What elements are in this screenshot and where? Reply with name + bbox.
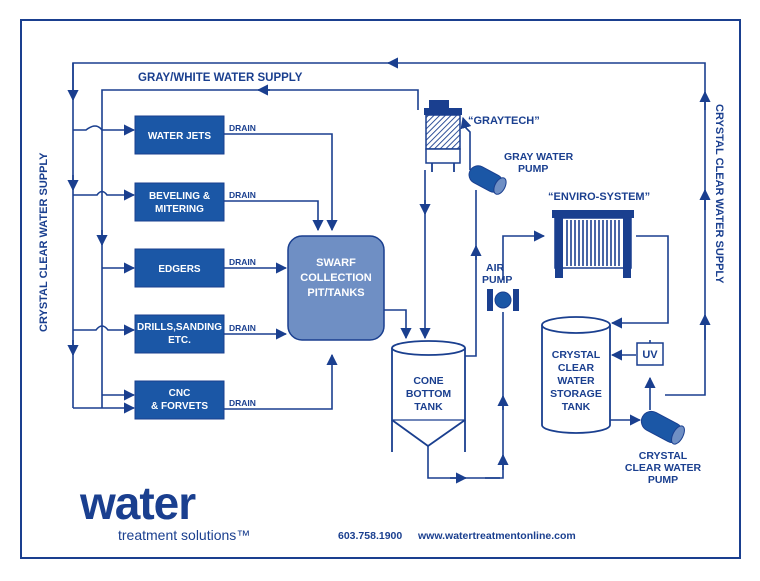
machine-label: MITERING xyxy=(155,204,204,215)
machine-edgers: EDGERS xyxy=(134,248,225,288)
crystal-supply-left-label: CRYSTAL CLEAR WATER SUPPLY xyxy=(38,152,50,332)
storage-tank-label: STORAGE xyxy=(550,388,602,400)
graytech-filter: “GRAYTECH” xyxy=(424,100,540,172)
swarf-label: PIT/TANKS xyxy=(307,287,364,299)
machine-label: BEVELING & xyxy=(149,191,210,202)
swarf-collection-box: SWARF COLLECTION PIT/TANKS xyxy=(287,235,385,341)
website-url: www.watertreatmentonline.com xyxy=(418,530,576,542)
graytech-label: “GRAYTECH” xyxy=(468,115,540,127)
air-pump-label: AIR xyxy=(486,262,505,274)
storage-tank-label: WATER xyxy=(557,375,595,387)
machine-water-jets: WATER JETS xyxy=(134,115,225,155)
storage-tank-label: TANK xyxy=(562,401,591,413)
cc-pump-label: PUMP xyxy=(648,474,678,486)
gray-white-supply-label: GRAY/WHITE WATER SUPPLY xyxy=(138,72,303,84)
outer-frame xyxy=(20,19,741,559)
machine-beveling-mitering: BEVELING & MITERING xyxy=(134,182,225,222)
drain-labels: DRAIN DRAIN DRAIN DRAIN DRAIN xyxy=(229,123,256,408)
cc-pump-label: CRYSTAL xyxy=(639,450,688,462)
gray-water-pump: GRAY WATER PUMP xyxy=(468,151,574,195)
machine-list: WATER JETS BEVELING & MITERING EDGERS DR… xyxy=(134,115,225,420)
drain-label: DRAIN xyxy=(229,123,256,133)
machine-label: CNC xyxy=(169,388,191,399)
cone-tank-label: CONE xyxy=(413,375,443,387)
phone-number: 603.758.1900 xyxy=(338,530,403,542)
enviro-label: “ENVIRO-SYSTEM” xyxy=(548,191,650,203)
cc-pump-label: CLEAR WATER xyxy=(625,462,702,474)
swarf-label: COLLECTION xyxy=(300,272,372,284)
machine-label: ETC. xyxy=(168,335,191,346)
uv-unit: UV xyxy=(636,342,664,366)
cone-bottom-tank: CONE BOTTOM TANK xyxy=(391,340,466,452)
crystal-clear-water-pump: CRYSTAL CLEAR WATER PUMP xyxy=(625,410,702,486)
pipe-network xyxy=(67,57,711,484)
uv-label: UV xyxy=(642,349,658,361)
machine-drills-sanding: DRILLS,SANDING ETC. xyxy=(134,314,225,354)
company-logo-word: water xyxy=(80,477,196,529)
crystal-supply-right-label: CRYSTAL CLEAR WATER SUPPLY xyxy=(713,104,725,284)
gray-pump-label: PUMP xyxy=(518,163,548,175)
drain-label: DRAIN xyxy=(229,190,256,200)
air-pump-label: PUMP xyxy=(482,274,512,286)
machine-cnc-forvets: CNC & FORVETS xyxy=(134,380,225,420)
drain-label: DRAIN xyxy=(229,398,256,408)
gray-pump-label: GRAY WATER xyxy=(504,151,574,163)
machine-label: WATER JETS xyxy=(148,131,211,142)
storage-tank-label: CRYSTAL xyxy=(552,349,601,361)
machine-label: DRILLS,SANDING xyxy=(137,322,222,333)
cone-tank-label: TANK xyxy=(414,401,443,413)
crystal-clear-storage-tank: CRYSTAL CLEAR WATER STORAGE TANK xyxy=(541,316,611,434)
drain-label: DRAIN xyxy=(229,323,256,333)
storage-tank-label: CLEAR xyxy=(558,362,595,374)
company-logo-tagline: treatment solutions™ xyxy=(118,527,251,543)
air-pump: AIR PUMP xyxy=(482,262,519,311)
cone-tank-label: BOTTOM xyxy=(406,388,452,400)
machine-label: & FORVETS xyxy=(151,401,208,412)
enviro-system-unit: “ENVIRO-SYSTEM” xyxy=(548,191,650,278)
machine-label: EDGERS xyxy=(158,264,201,275)
swarf-label: SWARF xyxy=(316,257,356,269)
drain-label: DRAIN xyxy=(229,257,256,267)
